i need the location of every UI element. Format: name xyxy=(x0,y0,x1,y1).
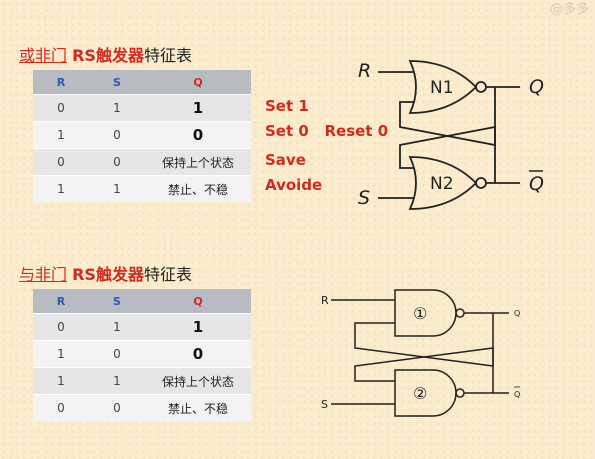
label-s: S xyxy=(358,187,370,209)
label-qbar: Q xyxy=(529,173,544,195)
wire-feedback-q xyxy=(399,87,496,147)
header-q: Q xyxy=(145,289,251,314)
cell-q: 禁止、不稳 xyxy=(145,175,251,202)
cell-q: 保持上个状态 xyxy=(145,148,251,176)
cell-q: 1 xyxy=(145,313,251,341)
note-avoide: Avoide xyxy=(265,176,323,194)
table-row: 1 1 禁止、不稳 xyxy=(33,175,251,202)
table-header-row: R S Q xyxy=(33,70,251,95)
label-q: Q xyxy=(529,76,544,98)
table-row: 0 1 1 xyxy=(33,313,251,341)
nand-title-rs: RS触发器 xyxy=(72,265,144,284)
cell-q: 1 xyxy=(145,94,251,122)
nor-gate-n2 xyxy=(408,156,478,210)
cell-s: 0 xyxy=(89,394,145,421)
cell-s: 1 xyxy=(89,94,145,122)
cell-s: 0 xyxy=(89,340,145,368)
nor-gate-n1-bubble xyxy=(475,81,487,93)
note-save: Save xyxy=(265,151,306,169)
cell-q: 0 xyxy=(145,121,251,149)
header-r: R xyxy=(33,70,89,95)
nor-truth-table: R S Q 0 1 1 1 0 0 0 0 保持上个状态 1 1 禁止、不稳 xyxy=(33,70,251,202)
cell-s: 1 xyxy=(89,313,145,341)
label-s: S xyxy=(321,398,328,411)
nand-truth-table: R S Q 0 1 1 1 0 0 1 1 保持上个状态 0 0 禁止、不稳 xyxy=(33,289,251,421)
header-q: Q xyxy=(145,70,251,95)
cell-q: 0 xyxy=(145,340,251,368)
nor-title-rs: RS触发器 xyxy=(72,46,144,65)
nand-section-title: 与非门 RS触发器特征表 xyxy=(19,261,192,285)
cell-s: 0 xyxy=(89,148,145,176)
label-n2: N2 xyxy=(430,174,454,194)
header-s: S xyxy=(89,289,145,314)
cell-r: 0 xyxy=(33,94,89,122)
wire-feedback-qbar xyxy=(399,125,496,183)
note-set-0-reset-0: Set 0 Reset 0 xyxy=(265,122,389,140)
nor-latch-diagram: R S N1 N2 Q Q xyxy=(358,60,544,210)
cell-r: 1 xyxy=(33,175,89,202)
label-qbar: Q xyxy=(514,390,520,399)
watermark: @多多 xyxy=(549,2,589,17)
table-row: 0 1 1 xyxy=(33,94,251,122)
cell-s: 1 xyxy=(89,175,145,202)
cell-s: 0 xyxy=(89,121,145,149)
label-gate-1: ① xyxy=(413,304,427,323)
nor-gate-n2-bubble xyxy=(475,177,487,189)
table-row: 1 1 保持上个状态 xyxy=(33,367,251,395)
table-row: 0 0 保持上个状态 xyxy=(33,148,251,176)
wire-feedback-qbar xyxy=(354,347,494,393)
cell-q: 保持上个状态 xyxy=(145,367,251,395)
table-row: 0 0 禁止、不稳 xyxy=(33,394,251,421)
cell-r: 1 xyxy=(33,121,89,149)
nand-gate-1-bubble xyxy=(455,308,465,318)
header-s: S xyxy=(89,70,145,95)
cell-r: 0 xyxy=(33,148,89,176)
label-gate-2: ② xyxy=(413,384,427,403)
note-set-1: Set 1 xyxy=(265,97,309,115)
nor-section-title: 或非门 RS触发器特征表 xyxy=(19,42,192,66)
nor-title-gate: 或非门 xyxy=(19,46,68,65)
cell-r: 0 xyxy=(33,313,89,341)
nand-title-gate: 与非门 xyxy=(19,265,68,284)
label-r: R xyxy=(358,60,371,82)
label-q: Q xyxy=(514,309,520,318)
cell-s: 1 xyxy=(89,367,145,395)
cell-r: 1 xyxy=(33,340,89,368)
cell-r: 0 xyxy=(33,394,89,421)
label-r: R xyxy=(321,294,329,307)
label-n1: N1 xyxy=(430,78,454,98)
cell-r: 1 xyxy=(33,367,89,395)
nand-gate-2-bubble xyxy=(455,388,465,398)
table-header-row: R S Q xyxy=(33,289,251,314)
header-r: R xyxy=(33,289,89,314)
nand-latch-diagram: R S ① ② Q Q xyxy=(321,289,520,417)
table-row: 1 0 0 xyxy=(33,340,251,368)
cell-q: 禁止、不稳 xyxy=(145,394,251,421)
nand-title-rest: 特征表 xyxy=(143,265,192,284)
nor-title-rest: 特征表 xyxy=(143,46,192,65)
table-row: 1 0 0 xyxy=(33,121,251,149)
nor-gate-n1 xyxy=(408,60,478,114)
